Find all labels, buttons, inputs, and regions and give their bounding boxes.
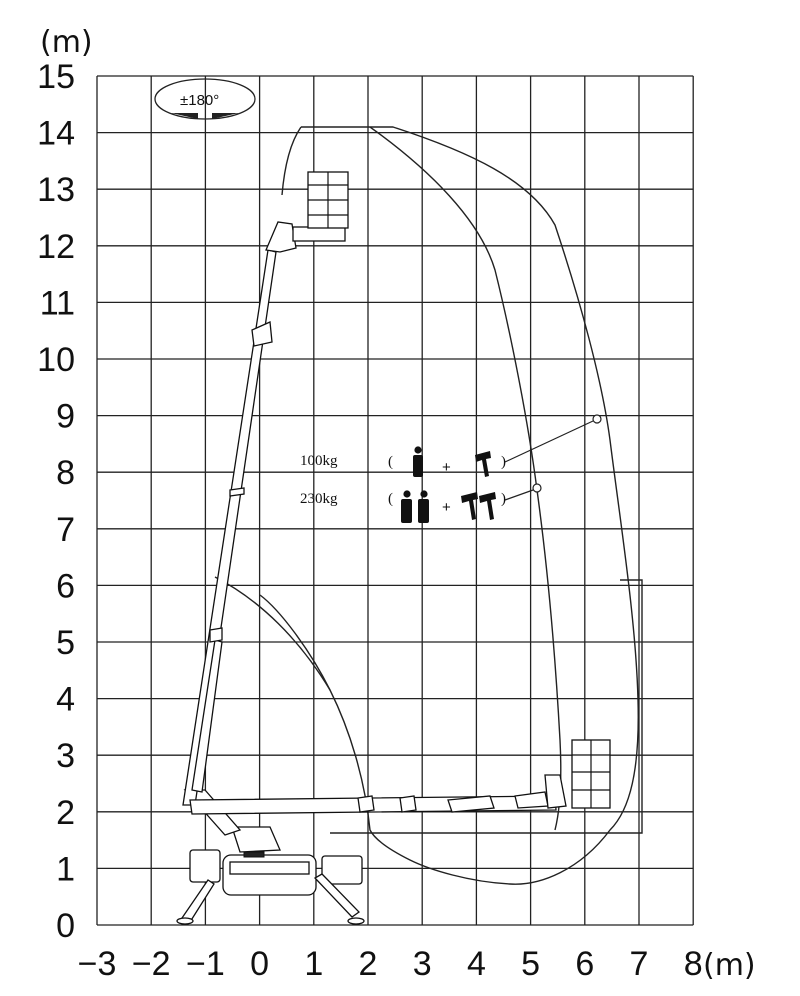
x-tick-label: −2: [132, 945, 171, 983]
load-marker-100kg: [592, 414, 602, 424]
y-tick-label: 4: [56, 681, 75, 719]
y-tick-label: 13: [37, 171, 75, 209]
rotation-arrow-left-icon: [171, 113, 198, 119]
paren-open: (: [388, 491, 393, 507]
envelope-top-left-line: [281, 126, 302, 196]
x-axis-unit-label: (m): [703, 948, 756, 983]
envelope-floor-frame: [330, 579, 643, 834]
load-leader-230kg: [504, 489, 534, 501]
y-tick-label: 3: [56, 737, 75, 775]
y-tick-label: 15: [37, 58, 75, 96]
load-label-230kg: 230kg: [300, 491, 338, 507]
rotation-indicator: ±180°: [154, 78, 256, 120]
envelope-lower-left-arc: [214, 576, 331, 691]
y-tick-label: 7: [56, 511, 75, 549]
y-tick-label: 12: [37, 228, 75, 266]
y-axis-unit-label: (m): [40, 25, 93, 60]
hammer-icon: [479, 492, 496, 520]
load-label-100kg: 100kg: [300, 453, 338, 469]
hammer-icon: [461, 492, 478, 520]
x-tick-label: 6: [575, 945, 594, 983]
y-tick-label: 14: [37, 115, 75, 153]
x-tick-label: 7: [630, 945, 649, 983]
spider-lift-machine: [176, 171, 611, 925]
x-tick-label: 4: [467, 945, 486, 983]
horizontal-boom: [189, 739, 611, 815]
plus-sign: +: [442, 499, 451, 516]
load-marker-230kg: [532, 483, 542, 493]
paren-open: (: [388, 454, 393, 470]
x-tick-label: 0: [250, 945, 269, 983]
person-icon: [413, 446, 423, 477]
y-tick-label: 5: [56, 624, 75, 662]
hammer-icon: [475, 451, 491, 477]
person-icon: [401, 490, 412, 523]
x-tick-label: 3: [413, 945, 432, 983]
load-legend: 100kg 230kg ( + ) ( + ): [300, 446, 506, 523]
outer-envelope-line: [259, 126, 639, 885]
working-envelope: [214, 126, 643, 885]
paren-close: ): [501, 454, 506, 470]
y-tick-label: 2: [56, 794, 75, 832]
y-tick-label: 11: [40, 284, 75, 322]
y-tick-label: 1: [56, 850, 75, 888]
inner-envelope-line: [369, 126, 562, 831]
rotation-label: ±180°: [180, 92, 219, 109]
y-tick-label: 10: [37, 341, 75, 379]
y-tick-label: 0: [56, 907, 75, 945]
load-leader-100kg: [504, 420, 594, 463]
x-tick-label: −3: [78, 945, 117, 983]
x-tick-label: 8: [684, 945, 703, 983]
person-icon: [418, 490, 429, 523]
y-tick-label: 6: [56, 567, 75, 605]
x-tick-label: 1: [304, 945, 323, 983]
x-tick-label: 5: [521, 945, 540, 983]
rotation-arrow-right-icon: [212, 113, 239, 119]
y-tick-label: 8: [56, 454, 75, 492]
paren-close: ): [501, 491, 506, 507]
x-tick-label: −1: [186, 945, 225, 983]
machine-base: [176, 826, 365, 925]
plus-sign: +: [442, 459, 451, 476]
y-tick-label: 9: [56, 398, 75, 436]
x-tick-label: 2: [359, 945, 378, 983]
